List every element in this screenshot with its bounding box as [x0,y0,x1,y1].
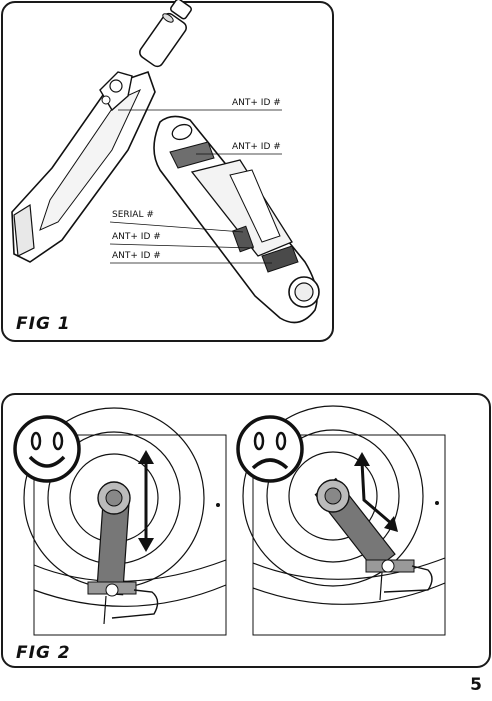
smiley-face-icon [13,415,81,483]
page-number: 5 [470,675,482,695]
right-crank-arm [153,115,320,324]
callout-serial: SERIAL # [112,210,154,220]
callout-ant-id-2: ANT+ ID # [232,142,281,152]
left-crank-arm [11,70,156,263]
battery-icon [139,0,192,68]
callout-lines [109,109,282,264]
bent-double-arrow-icon [354,452,398,532]
callout-ant-id-4: ANT+ ID # [112,251,161,261]
frowning-face-icon [236,415,304,483]
callout-ant-id-3: ANT+ ID # [112,232,161,242]
callout-ant-id-1: ANT+ ID # [232,98,281,108]
figure-1-label: FIG 1 [16,314,71,334]
vertical-double-arrow-icon [138,450,154,552]
figure-2-label: FIG 2 [16,643,71,663]
incorrect-install-illustration [242,405,446,636]
